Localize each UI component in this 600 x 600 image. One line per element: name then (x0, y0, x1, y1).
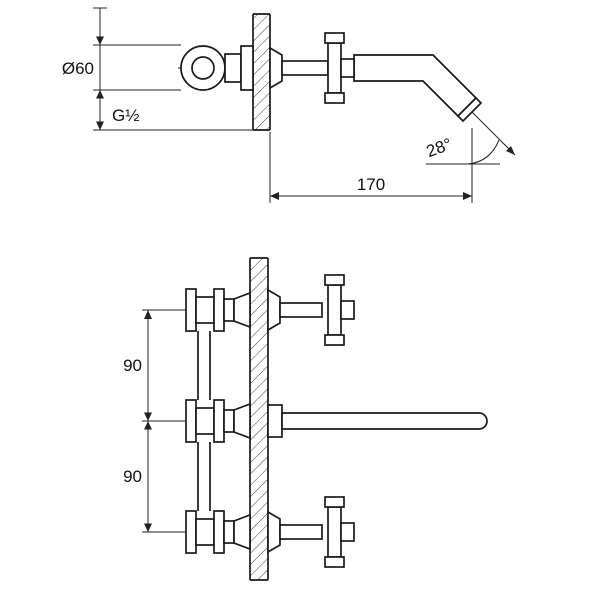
cross-handle (324, 274, 355, 346)
valve-neck (223, 409, 235, 433)
handle-hub (340, 300, 355, 320)
handle-cap-top (324, 496, 345, 508)
valve-body-rect (224, 53, 242, 83)
handle-cap-bottom (324, 92, 345, 104)
wall-flange (233, 402, 251, 440)
handle-cap-bottom (324, 334, 345, 346)
handle-bar (327, 506, 342, 558)
arrowhead-up-icon (96, 90, 104, 99)
spacing-lower-label: 90 (123, 467, 142, 486)
arrowhead-down-icon (144, 412, 152, 421)
arrowhead-up-icon (144, 421, 152, 430)
valve-neck (223, 298, 235, 322)
valve-stem (281, 60, 329, 76)
arrowhead-down-icon (96, 121, 104, 130)
cross-handle (324, 32, 355, 104)
faucet-trim (269, 32, 483, 123)
spacing-dimensions: 90 90 (123, 309, 186, 533)
wall-hatch (250, 258, 268, 580)
arrowhead-down-icon (144, 523, 152, 532)
projection-dimension: 170 (269, 128, 473, 203)
arrowhead-diagonal-icon (506, 146, 515, 155)
handle-cap-top (324, 274, 345, 286)
wall-hatch (253, 14, 270, 130)
valve-stem (279, 524, 323, 540)
valve-body-rect (195, 407, 215, 435)
flange-right (213, 288, 225, 332)
flange-left (185, 288, 197, 332)
handle-hub (340, 58, 355, 78)
flange-right (213, 510, 225, 554)
arrowhead-down-icon (96, 36, 104, 45)
valve-unit-top (185, 274, 355, 346)
escutcheon (269, 46, 283, 90)
flange-left (185, 510, 197, 554)
valve-cap-inner-circle (191, 56, 215, 80)
valve-wall-flange (240, 45, 254, 91)
supply-pipes (197, 331, 211, 511)
valve-neck (223, 520, 235, 544)
arrowhead-right-icon (463, 192, 472, 200)
cross-handle (324, 496, 355, 568)
spout-base (267, 404, 283, 438)
pipe-upper (197, 331, 211, 400)
valve-unit-bottom (185, 496, 355, 568)
angle-reference-diagonal (469, 109, 516, 156)
handle-cap-bottom (324, 556, 345, 568)
front-view: 90 90 (123, 257, 488, 581)
concealed-valve-body (178, 45, 254, 91)
diameter-dimension-label: Ø60 (62, 59, 94, 78)
handle-bar (327, 284, 342, 336)
pipe-lower (197, 442, 211, 511)
wall-section (252, 13, 271, 131)
wall-flange (233, 513, 251, 551)
valve-body-rect (195, 296, 215, 324)
arrowhead-left-icon (270, 192, 279, 200)
arrowhead-up-icon (144, 310, 152, 319)
handle-bar (327, 42, 342, 94)
valve-body-rect (195, 518, 215, 546)
handle-cap-top (324, 32, 345, 44)
side-view: Ø60 G½ 170 28° (62, 7, 516, 203)
spout-aerator (456, 96, 483, 123)
flange-left (185, 399, 197, 443)
wall-flange (233, 291, 251, 329)
spout (281, 412, 488, 430)
handle-hub (340, 522, 355, 542)
projection-dimension-label: 170 (357, 175, 385, 194)
spacing-upper-label: 90 (123, 356, 142, 375)
escutcheon (267, 510, 281, 554)
valve-stem (279, 302, 323, 318)
flange-right (213, 399, 225, 443)
angle-arc (467, 139, 500, 165)
spout-unit-middle (185, 399, 488, 443)
thread-dimension-label: G½ (112, 106, 139, 125)
wall-section (249, 257, 269, 581)
left-dimension-lines: Ø60 G½ (62, 7, 253, 131)
escutcheon (267, 288, 281, 332)
